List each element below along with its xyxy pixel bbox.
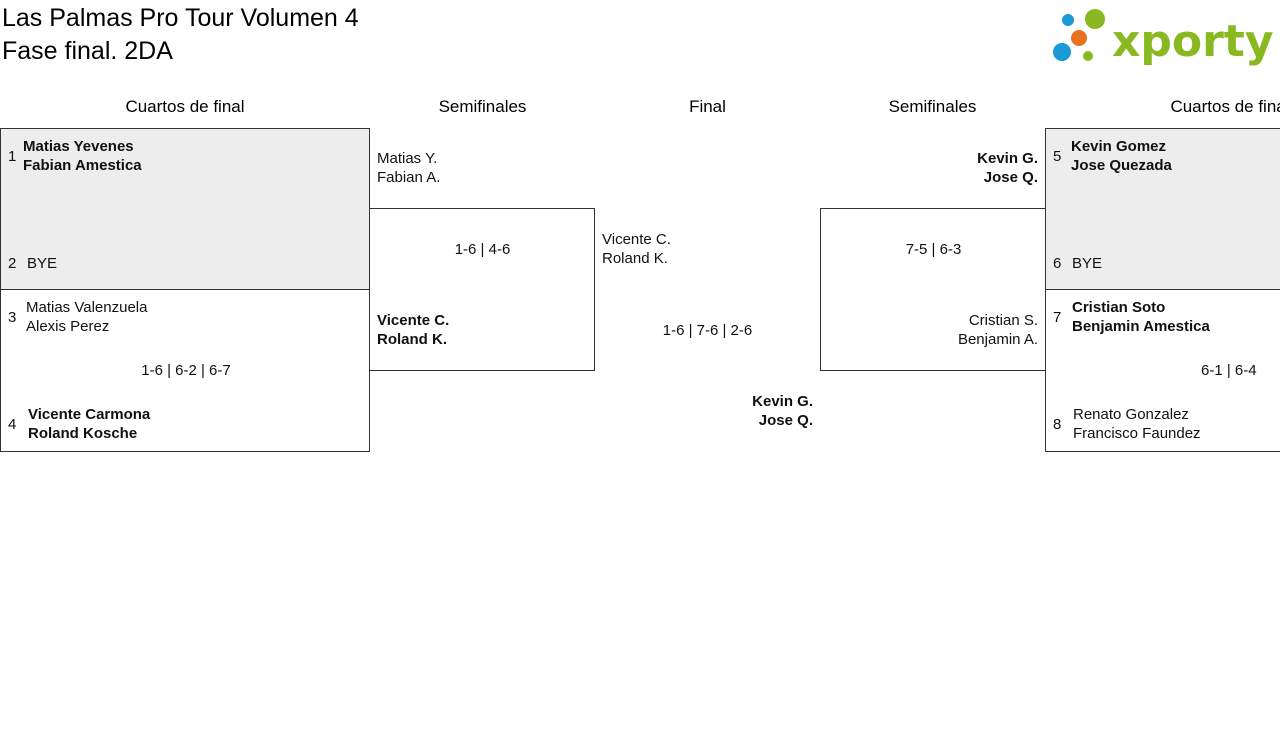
- seed-number: 3: [8, 309, 17, 326]
- round-title-final: Final: [689, 97, 726, 116]
- match-score: 6-1 | 6-4: [1201, 362, 1257, 379]
- round-title-qf-right: Cuartos de final: [1170, 97, 1280, 116]
- sf-right-match[interactable]: 7-5 | 6-3 Cristian S. Benjamin A.: [820, 208, 1046, 371]
- seed-number: 2: [8, 255, 17, 272]
- team-loser: Cristian S. Benjamin A.: [821, 311, 1038, 349]
- player-name: Matias Yevenes: [23, 138, 134, 155]
- player-name: Matias Y.: [377, 150, 438, 167]
- sf-right-team-top: Kevin G. Jose Q.: [820, 149, 1038, 187]
- qf-left-match-2[interactable]: 3 Matias Valenzuela Alexis Perez 1-6 | 6…: [0, 289, 370, 452]
- seed-number: 5: [1053, 148, 1062, 165]
- player-name: Fabian Amestica: [23, 157, 142, 174]
- qf-right-match-1[interactable]: 5 Kevin Gomez Jose Quezada 6 BYE: [1045, 128, 1280, 290]
- xporty-logo[interactable]: xporty: [1050, 4, 1280, 68]
- match-score: 1-6 | 6-2 | 6-7: [141, 362, 231, 379]
- player-name: Fabian A.: [377, 169, 441, 186]
- logo-dots-icon: xporty: [1053, 9, 1274, 67]
- logo-text: xporty: [1112, 16, 1274, 67]
- team-loser: Matias Valenzuela Alexis Perez: [26, 298, 147, 336]
- player-name: Renato Gonzalez: [1073, 406, 1189, 423]
- player-name: Matias Valenzuela: [26, 299, 148, 316]
- title-line-2: Fase final. 2DA: [2, 37, 173, 65]
- qf-left-match-1[interactable]: 1 Matias Yevenes Fabian Amestica 2 BYE: [0, 128, 370, 290]
- player-name: BYE: [1072, 255, 1103, 272]
- player-name: Kevin G.: [752, 393, 813, 410]
- team-bye: BYE: [1072, 254, 1102, 273]
- player-name: Roland K.: [602, 250, 668, 267]
- team-winner: Kevin Gomez Jose Quezada: [1071, 137, 1172, 175]
- team-winner: Vicente Carmona Roland Kosche: [28, 405, 150, 443]
- seed-number: 8: [1053, 416, 1062, 433]
- title-line-1: Las Palmas Pro Tour Volumen 4: [2, 4, 359, 32]
- player-name: Vicente C.: [602, 231, 671, 248]
- team-bye: BYE: [27, 254, 57, 273]
- player-name: Jose Q.: [758, 412, 813, 429]
- seed-number: 7: [1053, 309, 1062, 326]
- player-name: BYE: [27, 255, 58, 272]
- match-score: 7-5 | 6-3: [905, 241, 962, 258]
- sf-left-match[interactable]: 1-6 | 4-6 Vicente C. Roland K.: [369, 208, 595, 371]
- seed-number: 4: [8, 416, 17, 433]
- seed-number: 1: [8, 148, 17, 165]
- player-name: Jose Q.: [983, 169, 1038, 186]
- match-score: 1-6 | 4-6: [454, 241, 511, 258]
- final-score: 1-6 | 7-6 | 2-6: [662, 322, 753, 339]
- player-name: Cristian S.: [968, 312, 1038, 329]
- team-loser: Renato Gonzalez Francisco Faundez: [1073, 405, 1201, 443]
- player-name: Benjamin A.: [957, 331, 1038, 348]
- sf-left-team-top: Matias Y. Fabian A.: [377, 149, 440, 187]
- final-team-left: Vicente C. Roland K.: [602, 230, 671, 268]
- player-name: Benjamin Amestica: [1072, 318, 1210, 335]
- round-title-qf-left: Cuartos de final: [125, 97, 245, 116]
- team-winner: Vicente C. Roland K.: [377, 311, 449, 349]
- player-name: Roland K.: [377, 331, 447, 348]
- player-name: Vicente Carmona: [28, 406, 151, 423]
- team-winner: Cristian Soto Benjamin Amestica: [1072, 298, 1210, 336]
- round-title-sf-right: Semifinales: [888, 97, 977, 116]
- seed-number: 6: [1053, 255, 1062, 272]
- player-name: Cristian Soto: [1072, 299, 1166, 316]
- player-name: Jose Quezada: [1071, 157, 1172, 174]
- player-name: Alexis Perez: [26, 318, 110, 335]
- page-title: Las Palmas Pro Tour Volumen 4 Fase final…: [2, 2, 359, 68]
- player-name: Vicente C.: [377, 312, 450, 329]
- player-name: Francisco Faundez: [1073, 425, 1201, 442]
- final-team-champion: Kevin G. Jose Q.: [595, 392, 813, 430]
- round-title-sf-left: Semifinales: [438, 97, 527, 116]
- player-name: Roland Kosche: [28, 425, 138, 442]
- qf-right-match-2[interactable]: 7 Cristian Soto Benjamin Amestica 6-1 | …: [1045, 289, 1280, 452]
- player-name: Kevin Gomez: [1071, 138, 1167, 155]
- player-name: Kevin G.: [977, 150, 1038, 167]
- team-winner: Matias Yevenes Fabian Amestica: [23, 137, 142, 175]
